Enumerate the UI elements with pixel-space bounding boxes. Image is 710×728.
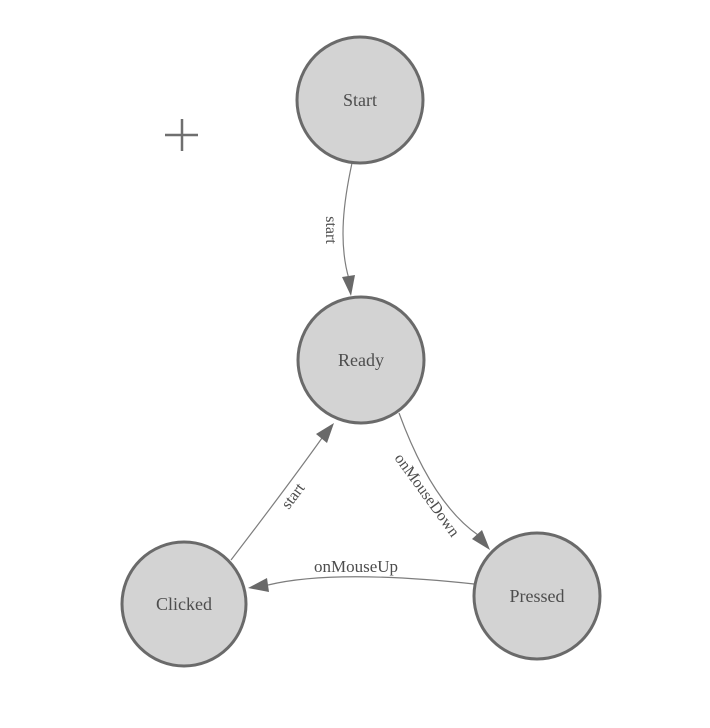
state-circle-ready[interactable] (296, 295, 426, 425)
state-node-clicked: Clicked (120, 540, 248, 668)
transition-ready-to-pressed: onMouseDown (391, 412, 490, 550)
state-node-pressed: Pressed (472, 531, 602, 661)
crosshair-icon (165, 119, 198, 151)
state-label: Ready (338, 350, 384, 370)
state-circle-clicked[interactable] (120, 540, 248, 668)
state-circle-pressed[interactable] (472, 531, 602, 661)
arrowhead-icon (316, 423, 334, 443)
state-node-start: Start (295, 35, 425, 165)
transition-edge[interactable] (230, 437, 323, 561)
arrowhead-icon (248, 578, 269, 592)
transition-label: onMouseUp (314, 557, 398, 576)
transition-clicked-to-ready: start (230, 423, 334, 561)
transition-start-to-ready: start (322, 162, 355, 296)
transition-label: start (278, 480, 308, 513)
transition-pressed-to-clicked: onMouseUp (248, 557, 475, 592)
transition-edge[interactable] (267, 576, 475, 586)
state-circle-start[interactable] (295, 35, 425, 165)
state-node-ready: Ready (296, 295, 426, 425)
arrowhead-icon (472, 530, 490, 550)
state-label: Pressed (510, 586, 565, 606)
state-label: Start (343, 90, 377, 110)
transition-label: onMouseDown (391, 450, 463, 540)
transition-label: start (322, 216, 339, 244)
arrowhead-icon (342, 275, 355, 296)
state-label: Clicked (156, 594, 212, 614)
transition-edge[interactable] (398, 412, 479, 536)
transition-edge[interactable] (342, 162, 353, 280)
